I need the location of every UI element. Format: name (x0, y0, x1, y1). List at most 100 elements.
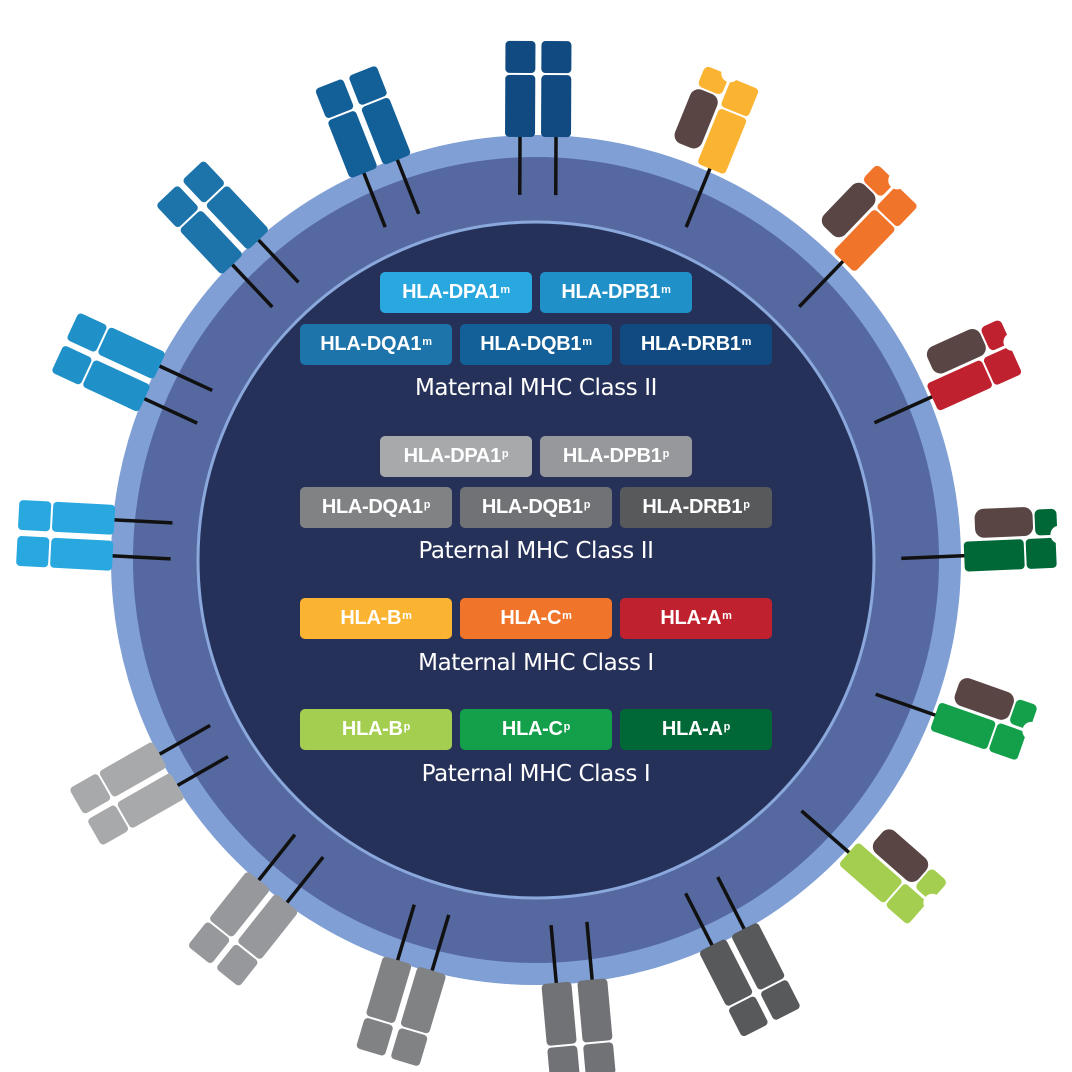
receptor-heavy-chain (981, 320, 1010, 351)
receptor-5 (505, 20, 572, 196)
peptide-groove-icon (721, 64, 740, 83)
receptor-heavy-chain (989, 723, 1026, 760)
hla-chip-name: HLA-DQA1 (321, 496, 423, 518)
receptor-chain-segment (52, 501, 116, 535)
hla-chip-origin: p (723, 720, 731, 733)
receptor-heavy-chain (698, 109, 747, 174)
peptide-groove-icon (528, 20, 549, 41)
hla-chip-origin: p (563, 720, 571, 733)
hla-chip-origin: m (422, 335, 432, 348)
receptor-stem (395, 157, 421, 215)
receptor-chain-segment (366, 956, 412, 1023)
hla-chip-origin: p (403, 720, 411, 733)
hla-chip-name: HLA-B (341, 718, 403, 740)
receptor-chain-segment (505, 74, 536, 137)
receptor-13 (541, 921, 616, 1072)
receptor-chain-segment (356, 1018, 393, 1056)
receptor-chain-segment (349, 66, 387, 105)
hla-chip-origin: m (661, 283, 671, 296)
hla-chip-name: HLA-DRB1 (640, 333, 741, 355)
hla-chip-origin: p (583, 498, 591, 511)
hla-chip-name: HLA-C (501, 718, 563, 740)
receptor-heavy-chain (930, 703, 996, 750)
receptor-chain-segment (99, 742, 166, 797)
receptor-stem (255, 237, 300, 284)
receptor-16 (65, 723, 229, 845)
hla-chip-name: HLA-DQB1 (480, 333, 582, 355)
hla-chip-name: HLA-DQB1 (481, 496, 583, 518)
group-label: Maternal MHC Class II (414, 375, 658, 401)
hla-chip-origin: p (662, 447, 670, 460)
receptor-chain-segment (541, 41, 572, 74)
receptor-heavy-chain (963, 539, 1025, 572)
receptor-chain-segment (83, 360, 150, 412)
hla-chip-name: HLA-DPB1 (562, 445, 662, 467)
receptor-chain-segment (157, 186, 198, 227)
receptor-chain-segment (700, 939, 753, 1006)
receptor-stem (284, 855, 325, 906)
receptor-chain-segment (361, 97, 411, 165)
group-label: Paternal MHC Class II (418, 538, 654, 564)
receptor-stem (716, 876, 747, 932)
receptor-layer (0, 20, 1069, 1072)
receptor-chain-segment (577, 978, 613, 1043)
hla-chip-name: HLA-A (660, 607, 722, 629)
receptor-chain-segment (217, 944, 258, 986)
receptor-chain-segment (505, 40, 536, 73)
hla-chip-name: HLA-DPA1 (403, 445, 502, 467)
hla-chip-origin: p (501, 447, 509, 460)
beta2-microglobulin (954, 678, 1014, 720)
receptor-stem (112, 518, 173, 525)
receptor-heavy-chain (834, 210, 895, 271)
hla-chip-name: HLA-C (500, 607, 562, 629)
hla-chip-name: HLA-B (340, 607, 402, 629)
receptor-chain-segment (52, 346, 92, 385)
receptor-chain-segment (16, 536, 50, 568)
receptor-heavy-chain (1025, 537, 1057, 569)
receptor-12 (684, 876, 800, 1043)
receptor-chain-segment (50, 537, 114, 571)
receptor-chain-segment (70, 774, 111, 814)
hla-chip-origin: m (402, 609, 412, 622)
receptor-chain-segment (189, 922, 230, 963)
receptor-9 (901, 507, 1069, 572)
receptor-heavy-chain (916, 869, 946, 900)
hla-chip-name: HLA-DQA1 (320, 333, 422, 355)
receptor-heavy-chain (927, 360, 992, 411)
receptor-stem (229, 262, 274, 309)
receptor-stem (361, 170, 387, 228)
hla-chip-origin: m (582, 335, 592, 348)
hla-chip-origin: m (562, 609, 572, 622)
receptor-11 (800, 809, 946, 924)
receptor-chain-segment (761, 980, 800, 1020)
receptor-chain-segment (180, 211, 242, 274)
beta2-microglobulin (872, 829, 929, 882)
receptor-stem (585, 921, 595, 982)
beta2-microglobulin (674, 89, 718, 149)
peptide-groove-icon (1050, 525, 1069, 544)
peptide-groove-icon (374, 1057, 395, 1072)
receptor-15 (189, 833, 325, 986)
receptor-chain-segment (328, 111, 377, 178)
hla-chip-name: HLA-A (661, 718, 723, 740)
peptide-groove-icon (1003, 332, 1022, 351)
hla-chip-origin: p (423, 498, 431, 511)
receptor-chain-segment (117, 773, 184, 828)
receptor-14 (356, 904, 451, 1072)
receptor-chain-segment (541, 981, 577, 1046)
receptor-stem (684, 166, 713, 228)
peptide-groove-icon (888, 171, 907, 190)
receptor-stem (157, 363, 213, 393)
receptor-heavy-chain (983, 347, 1022, 385)
receptor-chain-segment (583, 1042, 616, 1072)
